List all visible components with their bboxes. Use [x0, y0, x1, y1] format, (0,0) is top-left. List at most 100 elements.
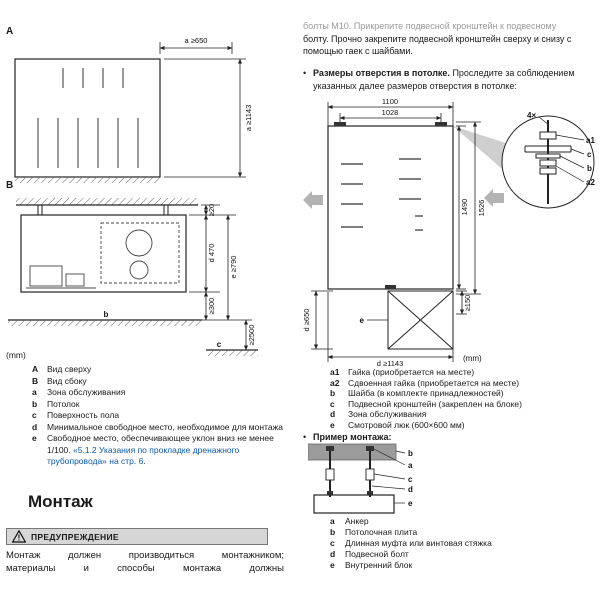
- warning-body: Монтаж должен производиться монтажником;…: [6, 549, 284, 575]
- legend-key: e: [330, 560, 335, 570]
- legend-key: c: [330, 398, 335, 409]
- bullet-bold: Пример монтажа:: [313, 432, 392, 442]
- ceiling-plate: [308, 443, 397, 461]
- drain-piping-link[interactable]: «5.1.2 Указания по прокладке дренажного …: [47, 444, 240, 467]
- anchors: [326, 446, 374, 451]
- ceiling-label-b: b: [104, 310, 109, 319]
- warning-icon: !: [12, 530, 26, 543]
- bolt-assembly: [524, 120, 572, 204]
- floor-surface: [206, 349, 258, 356]
- floor-label-c: c: [217, 340, 222, 349]
- dim-2500-label: ≥2500: [247, 325, 256, 346]
- ceiling-slab: [16, 198, 198, 206]
- legend-key: e: [330, 419, 335, 430]
- legend-text: Свободное место, обеспечивающее уклон вн…: [47, 433, 284, 468]
- bottom-dimension-lines: [311, 290, 467, 362]
- mount-d-label: d: [408, 485, 413, 494]
- dim-gap20-label: ≥20: [207, 204, 216, 216]
- legend-key: b: [32, 398, 38, 409]
- intro-text: болту. Прочно закрепите подвесной кроншт…: [303, 33, 572, 57]
- mount-b-label: b: [408, 449, 413, 458]
- legend-item: c Поверхность пола: [32, 410, 284, 422]
- intro-paragraph: болты M10. Прикрепите подвесной кронштей…: [303, 20, 597, 58]
- mount-a-label: a: [408, 461, 413, 470]
- legend-text: Потолочная плита: [345, 527, 418, 537]
- legend-item: e Свободное место, обеспечивающее уклон …: [32, 433, 284, 468]
- dim-150-label: ≥150: [463, 295, 472, 312]
- warning-body-line: Монтаж должен производиться монтажником;: [6, 550, 284, 561]
- legend-item: b Потолочная плита: [330, 527, 598, 538]
- legend-key: e: [32, 433, 37, 443]
- diagram-side-view: ≥20 d 470 ≥300 e ≥790 ≥2500 b c: [8, 198, 258, 356]
- couplings: [325, 468, 375, 481]
- legend-text: Минимальное свободное место, необходимое…: [47, 421, 283, 432]
- legend-text: Подвесной кронштейн (закреплен на блоке): [348, 398, 522, 409]
- bullet-mount-example: • Пример монтажа:: [303, 431, 597, 444]
- legend-item: b Потолок: [32, 399, 284, 411]
- dim-d650-label: d ≥650: [303, 309, 311, 332]
- legend-key: a: [32, 387, 37, 397]
- warning-title: ПРЕДУПРЕЖДЕНИЕ: [31, 531, 119, 542]
- warning-header: ! ПРЕДУПРЕЖДЕНИЕ: [6, 528, 268, 545]
- dim-d470-label: d 470: [207, 244, 216, 263]
- legend-text: Зона обслуживания: [348, 409, 427, 419]
- mount-c-label: c: [408, 475, 413, 484]
- legend-key: d: [330, 549, 336, 559]
- bullet-glyph: •: [303, 432, 307, 442]
- bullet-rest: Проследите за соблюдением указанных дале…: [313, 68, 575, 91]
- legend-text: Вид сверху: [47, 364, 92, 374]
- legend-text: Потолок: [47, 398, 80, 409]
- callout-b-label: b: [587, 164, 592, 173]
- legend-key: a1: [330, 367, 340, 377]
- units-note-right: (mm): [463, 354, 482, 363]
- suspension-brackets: [334, 122, 447, 289]
- bullet-glyph: •: [303, 68, 307, 78]
- view-b-label: B: [6, 180, 14, 191]
- unit-vents: [341, 158, 423, 231]
- dim-1100-label: 1100: [382, 97, 398, 106]
- legend-item: a2 Сдвоенная гайка (приобретается на мест…: [330, 378, 598, 389]
- dim-300-label: ≥300: [207, 298, 216, 315]
- bullet-text: Размеры отверстия в потолке. Проследите …: [313, 67, 597, 92]
- units-note-left: (mm): [6, 350, 26, 360]
- airflow-arrow-left: [303, 191, 323, 209]
- dim-a650-label: a ≥650: [185, 36, 208, 45]
- hanger-brackets: [37, 205, 169, 215]
- indoor-unit-outline: [313, 494, 395, 514]
- warning-exclamation: !: [18, 534, 21, 543]
- dim-d1143-label: d ≥1143: [377, 359, 404, 368]
- legend-item: a Зона обслуживания: [32, 387, 284, 399]
- legend-text: Зона обслуживания: [47, 387, 126, 397]
- legend-text: Смотровой люк (600×600 мм): [348, 419, 465, 430]
- legend-text: Длинная муфта или винтовая стяжка: [345, 538, 492, 548]
- bullet-bold: Размеры отверстия в потолке.: [313, 68, 450, 78]
- legend-key: b: [330, 527, 336, 537]
- legend-text-prefix: Свободное место, обеспечивающее уклон вн…: [47, 433, 274, 455]
- inspection-hatch: [387, 290, 454, 350]
- legend-key: c: [32, 410, 37, 420]
- unit-top-grilles: [37, 68, 139, 168]
- legend-text: Сдвоенная гайка (приобретается на месте): [348, 377, 520, 388]
- airflow-arrow-right: [484, 189, 504, 207]
- unit-ceiling-outline: [327, 125, 454, 290]
- legend-text: Поверхность пола: [47, 410, 120, 420]
- diagram-top-view: a ≥650 a ≥1143: [14, 36, 253, 183]
- count-4x-label: 4×: [527, 111, 536, 120]
- intro-cut-line: болты M10. Прикрепите подвесной кронштей…: [303, 21, 557, 31]
- callout-a1-label: a1: [586, 136, 595, 145]
- callout-wedge: [453, 126, 517, 182]
- legend-key: a2: [330, 377, 340, 388]
- legend-text: Вид сбоку: [47, 375, 87, 386]
- false-ceiling: [8, 319, 202, 326]
